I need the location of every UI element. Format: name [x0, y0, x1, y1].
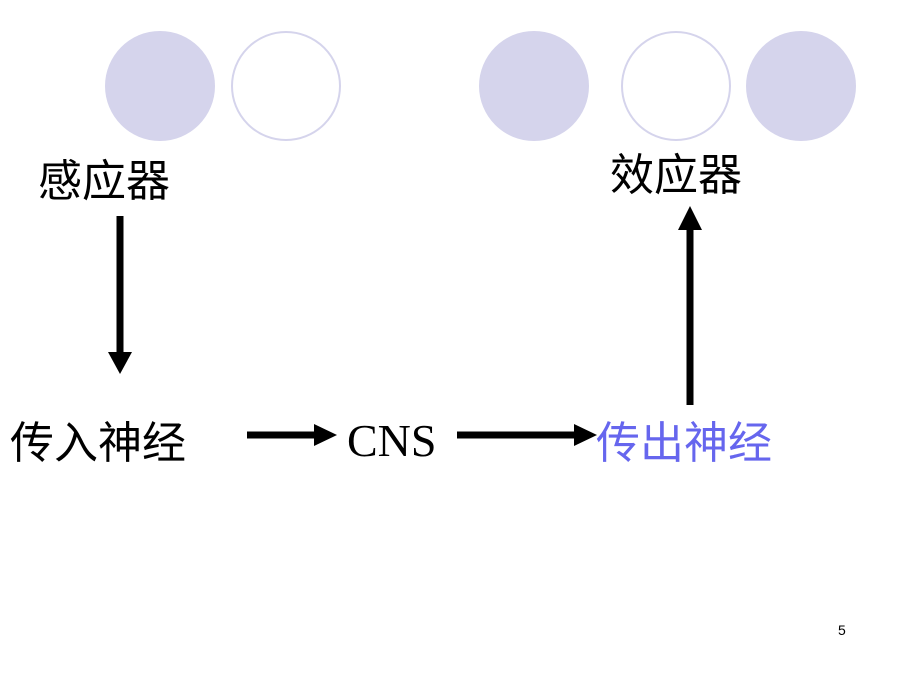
decor-circle-1: [105, 31, 215, 141]
arrow-afferent-to-cns: [247, 424, 337, 446]
page-number: 5: [838, 622, 846, 638]
arrow-receptor-to-afferent: [108, 216, 132, 374]
decor-circle-5: [746, 31, 856, 141]
decor-circle-2: [231, 31, 341, 141]
arrow-efferent-to-effector: [678, 206, 702, 405]
arrow-cns-to-efferent: [457, 424, 597, 446]
decor-circle-3: [479, 31, 589, 141]
decor-circle-4: [621, 31, 731, 141]
afferent-nerve-label: 传入神经: [10, 418, 186, 469]
effector-label: 效应器: [610, 150, 742, 201]
efferent-nerve-label: 传出神经: [596, 418, 772, 469]
receptor-label: 感应器: [38, 156, 170, 207]
cns-label: CNS: [347, 415, 437, 466]
